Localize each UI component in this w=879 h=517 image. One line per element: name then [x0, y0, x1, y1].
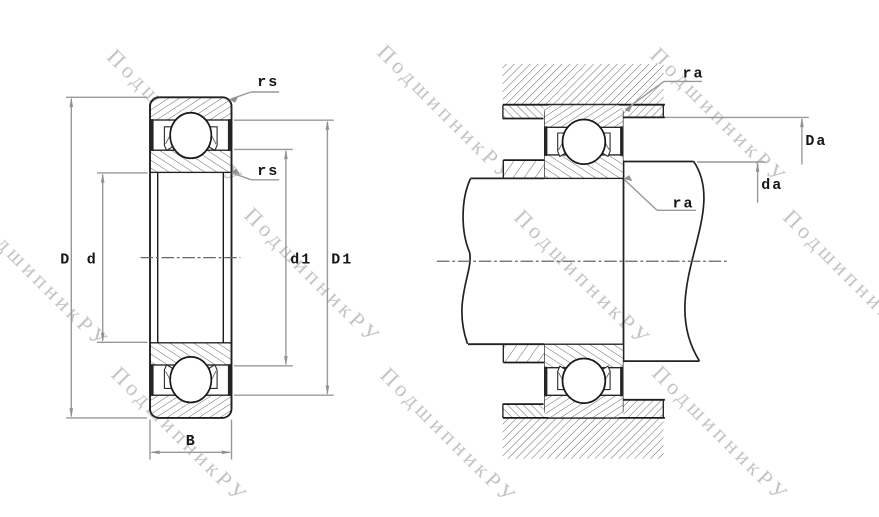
svg-text:Da: Da: [805, 133, 827, 150]
svg-text:B: B: [186, 433, 197, 450]
svg-text:ra: ra: [673, 195, 695, 212]
svg-text:rs: rs: [257, 74, 279, 91]
svg-text:d1: d1: [290, 251, 312, 268]
svg-text:d: d: [87, 251, 98, 268]
svg-text:da: da: [761, 177, 783, 194]
svg-text:D: D: [60, 251, 71, 268]
svg-text:D1: D1: [331, 251, 353, 268]
svg-text:rs: rs: [257, 163, 279, 180]
svg-text:ra: ra: [683, 66, 705, 83]
